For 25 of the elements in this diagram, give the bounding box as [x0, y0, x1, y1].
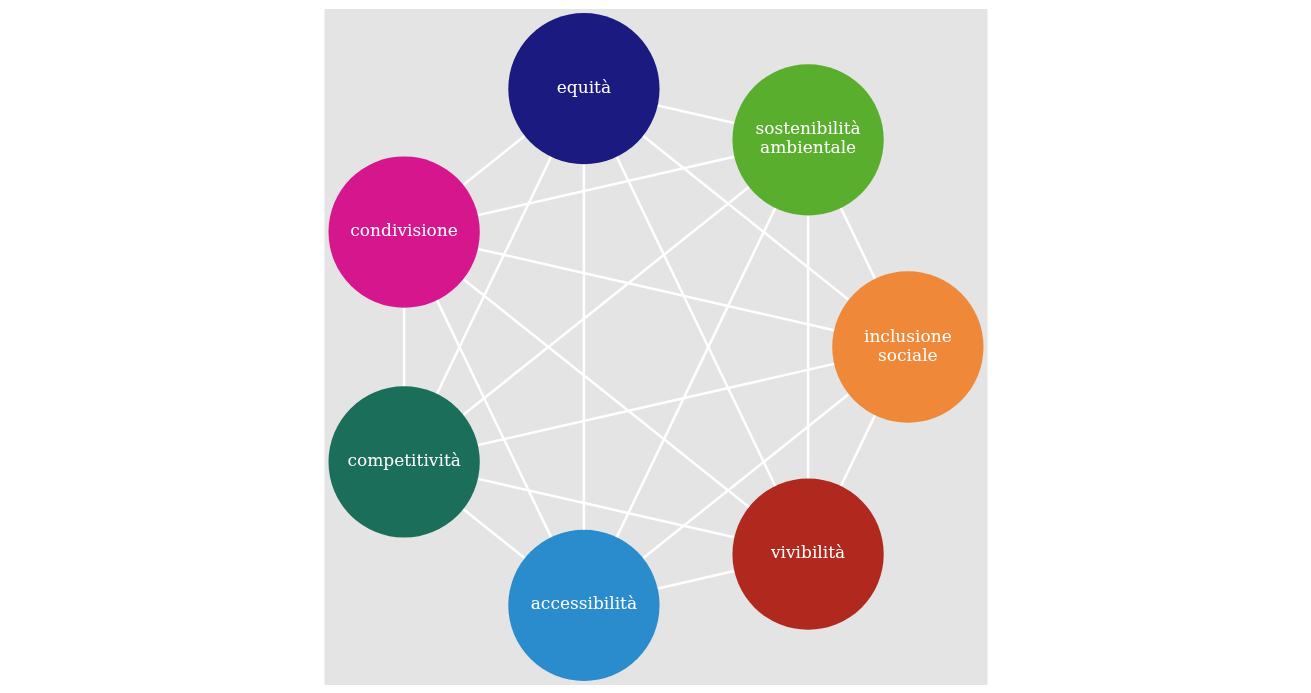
connector: [462, 277, 750, 508]
connector: [462, 185, 750, 416]
node-circle: condivisione: [328, 155, 480, 308]
connector: [477, 155, 734, 216]
connector: [839, 207, 876, 279]
node-circle: competitività: [328, 385, 480, 538]
connector: [641, 134, 849, 301]
node-circle: sostenibilità ambientale: [731, 63, 884, 215]
connector: [477, 247, 834, 331]
node-circle: inclusione sociale: [831, 270, 983, 423]
connector: [839, 414, 876, 486]
connector: [642, 392, 849, 559]
connector: [462, 134, 525, 186]
connector: [462, 507, 525, 559]
node-circle: accessibilità: [507, 529, 660, 681]
connector: [657, 103, 734, 124]
node-circle: equità: [507, 12, 660, 164]
connector: [435, 155, 552, 394]
connector: [657, 569, 734, 590]
node-circle: vivibilità: [731, 478, 884, 630]
connector: [477, 362, 834, 446]
connector: [435, 299, 552, 537]
connector: [615, 207, 776, 538]
connector: [615, 156, 776, 487]
connector: [477, 477, 734, 538]
